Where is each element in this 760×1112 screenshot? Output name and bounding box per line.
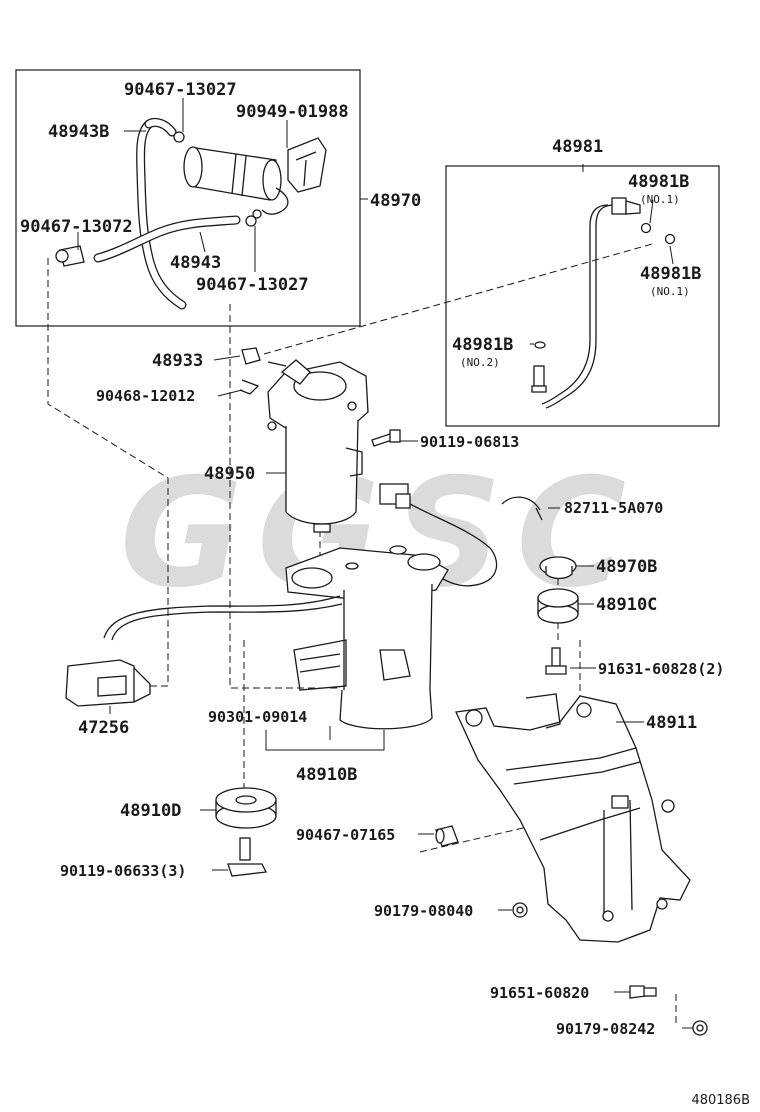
label-90467-13027-bot: 90467-13027 xyxy=(196,275,309,295)
label-90949-01988: 90949-01988 xyxy=(236,102,349,122)
label-48943: 48943 xyxy=(170,253,221,273)
label-47256: 47256 xyxy=(78,718,129,738)
label-48970: 48970 xyxy=(370,191,421,211)
bracket-47256 xyxy=(65,659,151,707)
label-48943B: 48943B xyxy=(48,122,109,142)
label-48933: 48933 xyxy=(152,351,203,371)
bolt-90119-06813 xyxy=(371,429,401,447)
label-48970B: 48970B xyxy=(596,557,657,577)
label-48910D: 48910D xyxy=(120,801,181,821)
nut-90179-08242 xyxy=(692,1020,708,1036)
sensor-harness xyxy=(531,197,676,409)
bracket-48911 xyxy=(455,693,691,943)
label-48981B-c: 48981B xyxy=(452,335,513,355)
note-no2: (NO.2) xyxy=(460,356,500,369)
label-48950: 48950 xyxy=(204,464,255,484)
label-90468-12012: 90468-12012 xyxy=(96,387,195,405)
nut-90179-08040 xyxy=(512,902,528,918)
label-90467-07165: 90467-07165 xyxy=(296,826,395,844)
label-48911: 48911 xyxy=(646,713,697,733)
bolt-90119-06633 xyxy=(227,837,267,877)
bushing-48970B xyxy=(539,556,577,580)
label-90179-08040: 90179-08040 xyxy=(374,902,473,920)
label-90467-13072: 90467-13072 xyxy=(20,217,133,237)
footer-code: 480186B xyxy=(691,1093,750,1108)
label-90301-09014: 90301-09014 xyxy=(208,708,307,726)
label-48981: 48981 xyxy=(552,137,603,157)
label-48910C: 48910C xyxy=(596,595,657,615)
motor-48910B xyxy=(285,545,449,730)
cushion-90467-07165 xyxy=(435,825,459,847)
bolt-91651-60820 xyxy=(629,985,657,999)
label-91631-60828: 91631-60828(2) xyxy=(598,660,724,678)
note-no1-a: (NO.1) xyxy=(640,193,680,206)
label-90467-13027-top: 90467-13027 xyxy=(124,80,237,100)
label-82711-5A070: 82711-5A070 xyxy=(564,499,663,517)
label-90179-08242: 90179-08242 xyxy=(556,1020,655,1038)
box-48970 xyxy=(15,69,361,327)
mount-48910C xyxy=(537,588,579,624)
note-no1-b: (NO.1) xyxy=(650,285,690,298)
clip-48933 xyxy=(239,347,261,395)
label-90119-06633: 90119-06633(3) xyxy=(60,862,186,880)
fuel-filter-assembly xyxy=(55,117,327,310)
connector-82711 xyxy=(379,483,543,587)
bolt-91631-60828 xyxy=(545,647,567,675)
label-48981B-b: 48981B xyxy=(640,264,701,284)
label-90119-06813: 90119-06813 xyxy=(420,433,519,451)
filter-housing-48950 xyxy=(267,359,369,533)
label-48981B-a: 48981B xyxy=(628,172,689,192)
label-48910B: 48910B xyxy=(296,765,357,785)
label-91651-60820: 91651-60820 xyxy=(490,984,589,1002)
mount-48910D xyxy=(215,787,277,829)
